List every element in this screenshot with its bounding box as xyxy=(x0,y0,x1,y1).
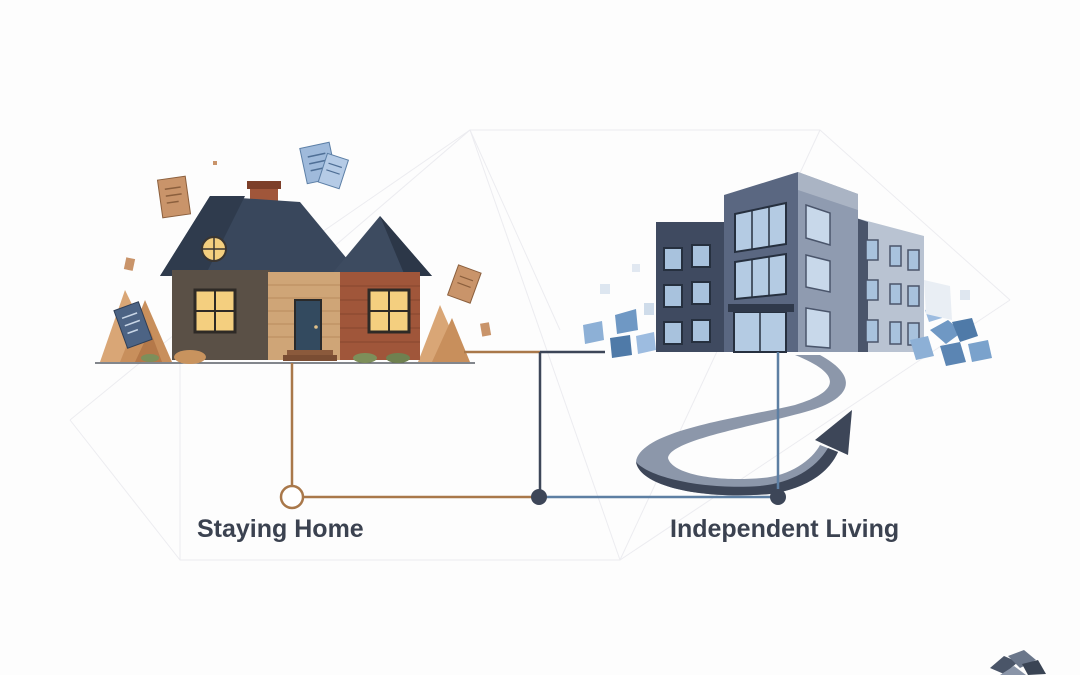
transition-path xyxy=(538,350,605,490)
home-path xyxy=(290,350,540,499)
start-node xyxy=(279,484,305,510)
independent-path xyxy=(546,352,780,499)
midpoint-node xyxy=(531,489,547,505)
end-node xyxy=(770,489,786,505)
document-icon xyxy=(113,141,492,349)
independent-living-label: Independent Living xyxy=(670,515,900,543)
apartment-building-icon xyxy=(656,172,924,353)
cube-cluster-icon xyxy=(583,264,992,366)
staying-home-label: Staying Home xyxy=(197,515,364,543)
corner-logo-icon xyxy=(990,650,1046,675)
house-icon xyxy=(100,181,470,364)
curved-arrow-icon xyxy=(636,355,852,496)
